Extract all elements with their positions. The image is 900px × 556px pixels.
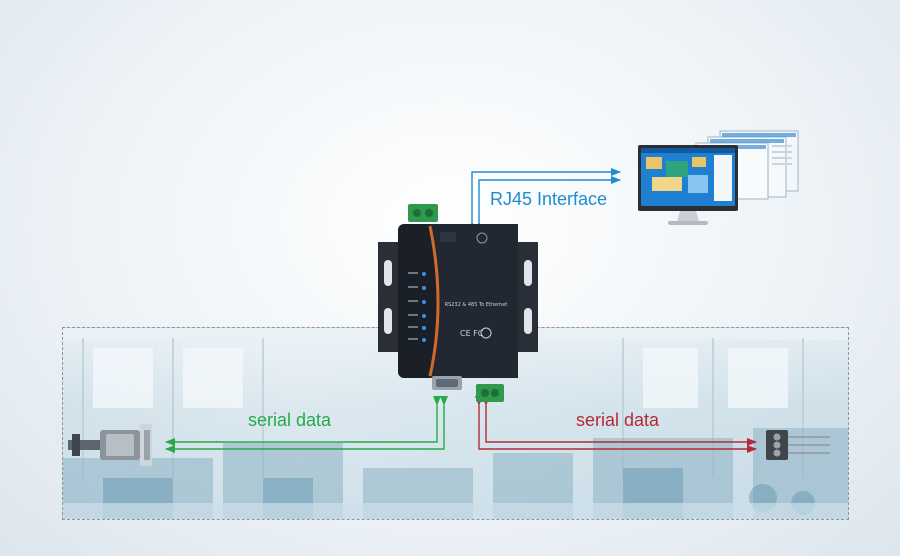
- device-marks: CE FC: [460, 329, 484, 338]
- device-title: RS232 & 485 To Ethernet: [445, 302, 508, 308]
- rj45-interface-label: RJ45 Interface: [490, 189, 608, 209]
- monitor-icon: [638, 130, 799, 225]
- serial-data-left-label: serial data: [248, 410, 332, 430]
- serial-left-arrow: [165, 396, 448, 453]
- factory-scene: [63, 328, 848, 519]
- rj45-arrow: [468, 168, 621, 231]
- serial-data-right-label: serial data: [576, 410, 660, 430]
- terminal-block-icon: [766, 430, 830, 460]
- serial-right-arrow: [475, 396, 757, 453]
- serial-device-server-icon: RS232 & 485 To Ethernet CE FC: [378, 204, 538, 402]
- db9-connector-icon: [68, 424, 152, 466]
